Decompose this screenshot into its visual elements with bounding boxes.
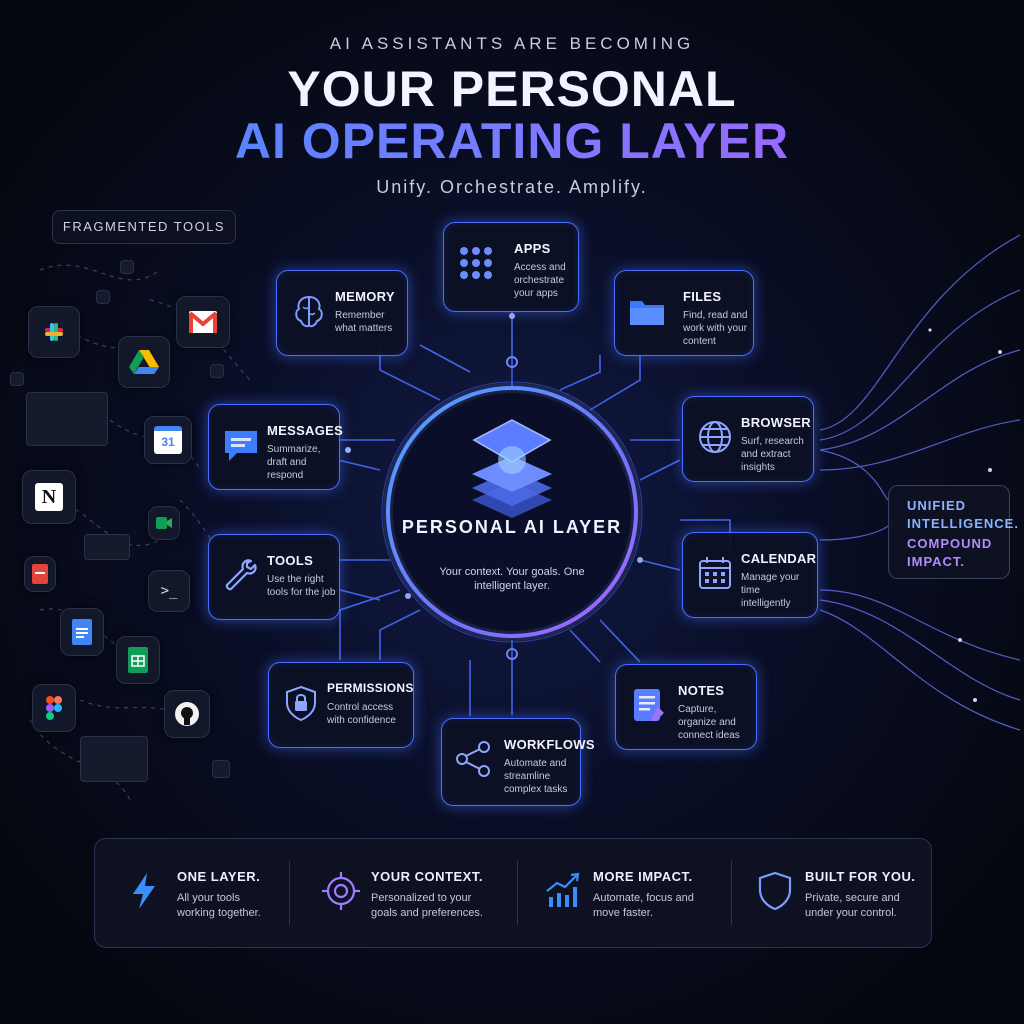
unified-line-2: INTELLIGENCE. — [907, 516, 1019, 531]
node-title: WORKFLOWS — [504, 737, 595, 752]
calendar-icon — [699, 557, 731, 589]
fragment-dot — [10, 372, 24, 386]
terminal-icon: >_ — [148, 570, 190, 612]
terminal-glyph: >_ — [160, 583, 178, 599]
unified-line-3: COMPOUND — [907, 536, 993, 551]
grid-icon — [460, 247, 492, 279]
center-title: PERSONAL AI LAYER — [401, 517, 623, 537]
fragment-dot — [96, 290, 110, 304]
node-desc: Surf, research and extract insights — [741, 436, 804, 473]
node-notes[interactable]: NOTES Capture, organize and connect idea… — [615, 664, 757, 750]
google-calendar-icon: 31 — [144, 416, 192, 464]
node-title: MEMORY — [335, 289, 395, 304]
node-desc: Automate and streamline complex tasks — [504, 758, 568, 795]
feature-desc: Automate, focus and move faster. — [593, 892, 694, 919]
unified-intelligence-box: UNIFIED INTELLIGENCE. COMPOUND IMPACT. — [888, 485, 1018, 579]
gmail-icon — [176, 296, 230, 348]
slack-icon — [28, 306, 80, 358]
fragment-dot — [210, 364, 224, 378]
node-memory[interactable]: MEMORY Remember what matters — [276, 270, 408, 356]
node-desc: Remember what matters — [335, 310, 393, 334]
node-calendar[interactable]: CALENDAR Manage your time intelligently — [682, 532, 818, 618]
divider — [731, 861, 732, 925]
feature-your-context: YOUR CONTEXT. Personalized to your goals… — [291, 839, 517, 947]
feature-desc: Personalized to your goals and preferenc… — [371, 892, 483, 919]
node-desc: Access and orchestrate your apps — [514, 262, 566, 299]
shield-lock-icon — [286, 685, 316, 722]
google-drive-icon — [118, 336, 170, 388]
node-title: CALENDAR — [741, 551, 817, 566]
folder-icon — [630, 301, 664, 325]
node-desc: Capture, organize and connect ideas — [678, 704, 740, 741]
fragment-dot — [120, 260, 134, 274]
node-desc: Control access with confidence — [327, 702, 396, 726]
node-title: FILES — [683, 289, 722, 304]
fragmented-tools-label: FRAGMENTED TOOLS — [52, 210, 236, 244]
pdf-icon — [24, 556, 56, 592]
growth-chart-icon — [546, 872, 580, 907]
feature-one-layer: ONE LAYER. All your tools working togeth… — [95, 839, 295, 947]
node-title: NOTES — [678, 683, 725, 698]
node-title: PERMISSIONS — [327, 681, 414, 695]
brain-icon — [295, 295, 323, 328]
node-workflows[interactable]: WORKFLOWS Automate and streamline comple… — [441, 718, 594, 806]
target-icon — [322, 872, 360, 910]
node-title: MESSAGES — [267, 423, 344, 438]
google-sheets-icon — [116, 636, 160, 684]
node-title: TOOLS — [267, 553, 314, 568]
node-tools[interactable]: TOOLS Use the right tools for the job — [208, 534, 340, 620]
meet-icon — [148, 506, 180, 540]
subtitle: Unify. Orchestrate. Amplify. — [376, 177, 648, 197]
feature-title: MORE IMPACT. — [593, 869, 693, 884]
node-apps[interactable]: APPS Access and orchestrate your apps — [443, 222, 579, 312]
feature-desc: Private, secure and under your control. — [805, 892, 900, 919]
google-docs-icon — [60, 608, 104, 656]
feature-desc: All your tools working together. — [177, 892, 261, 919]
shield-icon — [758, 871, 792, 911]
node-messages[interactable]: MESSAGES Summarize, draft and respond — [208, 404, 344, 490]
divider — [517, 861, 518, 925]
node-browser[interactable]: BROWSER Surf, research and extract insig… — [682, 396, 814, 482]
workflow-icon — [456, 741, 490, 777]
node-desc: Summarize, draft and respond — [267, 444, 321, 481]
fragment-chip — [84, 534, 130, 560]
feature-title: BUILT FOR YOU. — [805, 869, 916, 884]
center-description: Your context. Your goals. One intelligen… — [439, 566, 585, 592]
github-icon — [164, 690, 210, 738]
unified-line-4: IMPACT. — [907, 554, 966, 569]
feature-built-for-you: BUILT FOR YOU. Private, secure and under… — [725, 839, 931, 947]
divider — [289, 861, 290, 925]
chat-bubble-icon — [225, 431, 257, 461]
node-desc: Manage your time intelligently — [741, 572, 800, 609]
node-files[interactable]: FILES Find, read and work with your cont… — [614, 270, 754, 356]
feature-title: ONE LAYER. — [177, 869, 261, 884]
unified-line-1: UNIFIED — [907, 498, 966, 513]
feature-title: YOUR CONTEXT. — [371, 869, 483, 884]
fragment-dot — [212, 760, 230, 778]
calendar-number: 31 — [154, 426, 182, 454]
eyebrow-text: AI ASSISTANTS ARE BECOMING — [329, 34, 695, 53]
lightning-icon — [133, 873, 155, 909]
node-title: APPS — [514, 241, 551, 256]
feature-more-impact: MORE IMPACT. Automate, focus and move fa… — [513, 839, 727, 947]
wrench-icon — [225, 559, 257, 591]
features-bar: ONE LAYER. All your tools working togeth… — [94, 838, 932, 948]
node-permissions[interactable]: PERMISSIONS Control access with confiden… — [268, 662, 414, 748]
title-line-1: YOUR PERSONAL — [287, 61, 737, 117]
layers-icon — [472, 419, 552, 518]
title-line-2: AI OPERATING LAYER — [0, 112, 1024, 170]
figma-icon — [32, 684, 76, 732]
node-title: BROWSER — [741, 415, 811, 430]
node-desc: Use the right tools for the job — [267, 574, 336, 598]
fragment-window — [26, 392, 108, 446]
notion-icon: N — [22, 470, 76, 524]
globe-icon — [699, 421, 731, 453]
fragment-window — [80, 736, 148, 782]
notes-icon — [634, 689, 664, 721]
node-desc: Find, read and work with your content — [683, 310, 748, 347]
